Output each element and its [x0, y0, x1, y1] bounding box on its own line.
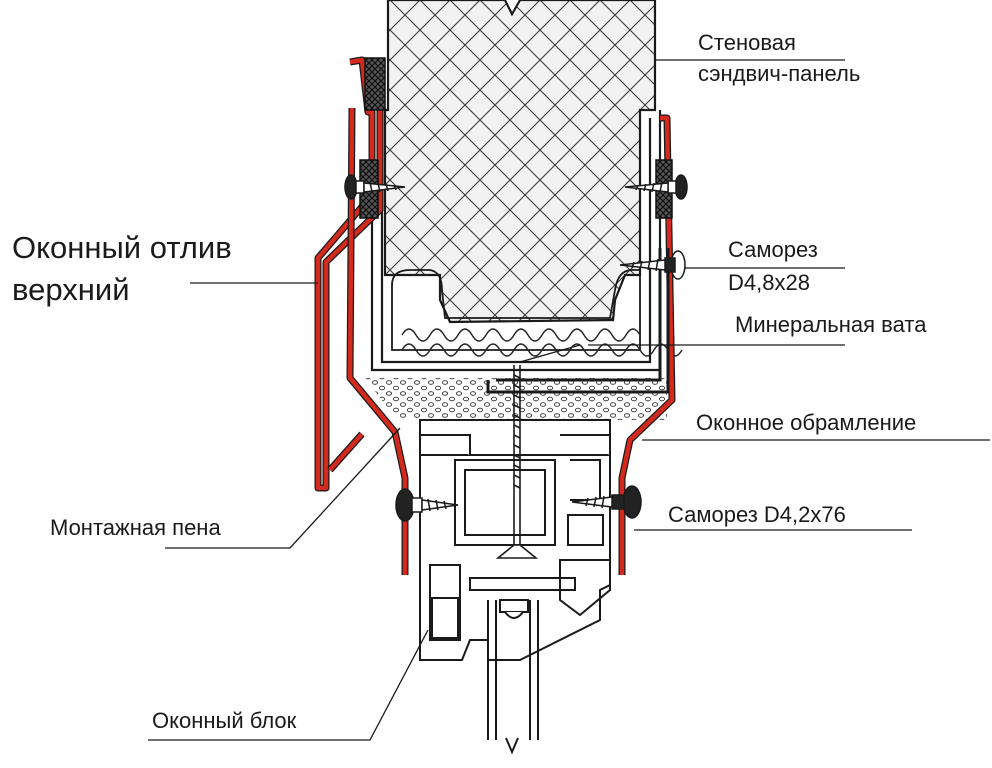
label-screw-top-line1: Саморез — [728, 237, 818, 262]
label-window-frame-trim: Оконное обрамление — [696, 410, 917, 435]
window-frame-profile — [419, 419, 611, 661]
label-mineral-wool: Минеральная вата — [735, 312, 927, 337]
side-screws — [344, 174, 688, 522]
screw-d48x28 — [619, 250, 686, 280]
screw-lower-left — [395, 488, 459, 522]
screw-d42x76 — [571, 485, 642, 519]
l-bracket — [486, 248, 670, 394]
label-mounting-foam: Монтажная пена — [50, 515, 221, 540]
mounting-foam-fill — [365, 378, 667, 420]
leader-lines — [148, 59, 990, 741]
label-drip-line2: верхний — [12, 272, 130, 307]
screw-upper-right — [624, 174, 688, 200]
label-wall-panel-line2: сэндвич-панель — [698, 61, 861, 86]
label-drip-line1: Оконный отлив — [12, 230, 232, 265]
label-window-unit: Оконный блок — [152, 708, 297, 733]
label-wall-panel-line1: Стеновая — [698, 30, 796, 55]
label-screw-bottom: Саморез D4,2x76 — [668, 502, 846, 527]
label-screw-top-line2: D4,8x28 — [728, 270, 810, 295]
screw-upper-left — [344, 174, 406, 200]
panel-base-profile — [370, 110, 662, 372]
long-screw — [495, 365, 539, 559]
sandwich-panel — [383, 0, 657, 324]
window-glass-unit — [487, 599, 539, 755]
